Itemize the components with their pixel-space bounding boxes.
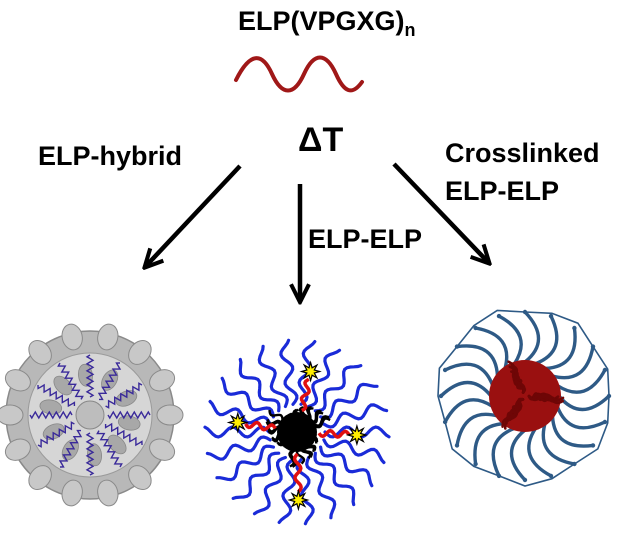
delta-t-label: ΔT <box>298 121 344 159</box>
elp-polymer-wave <box>234 55 364 93</box>
arrow-left <box>146 164 242 266</box>
arrow-right <box>392 162 488 262</box>
crosslinked-label: Crosslinked ELP-ELP <box>445 138 600 206</box>
elp-elp-micelle <box>203 338 391 526</box>
elp-hybrid-cage <box>0 323 184 507</box>
elp-hybrid-label: ELP-hybrid <box>38 141 183 171</box>
diagram-title: ELP(VPGXG)n <box>238 6 416 40</box>
crosslinked-micelle <box>437 309 612 487</box>
elp-elp-label: ELP-ELP <box>308 224 423 254</box>
